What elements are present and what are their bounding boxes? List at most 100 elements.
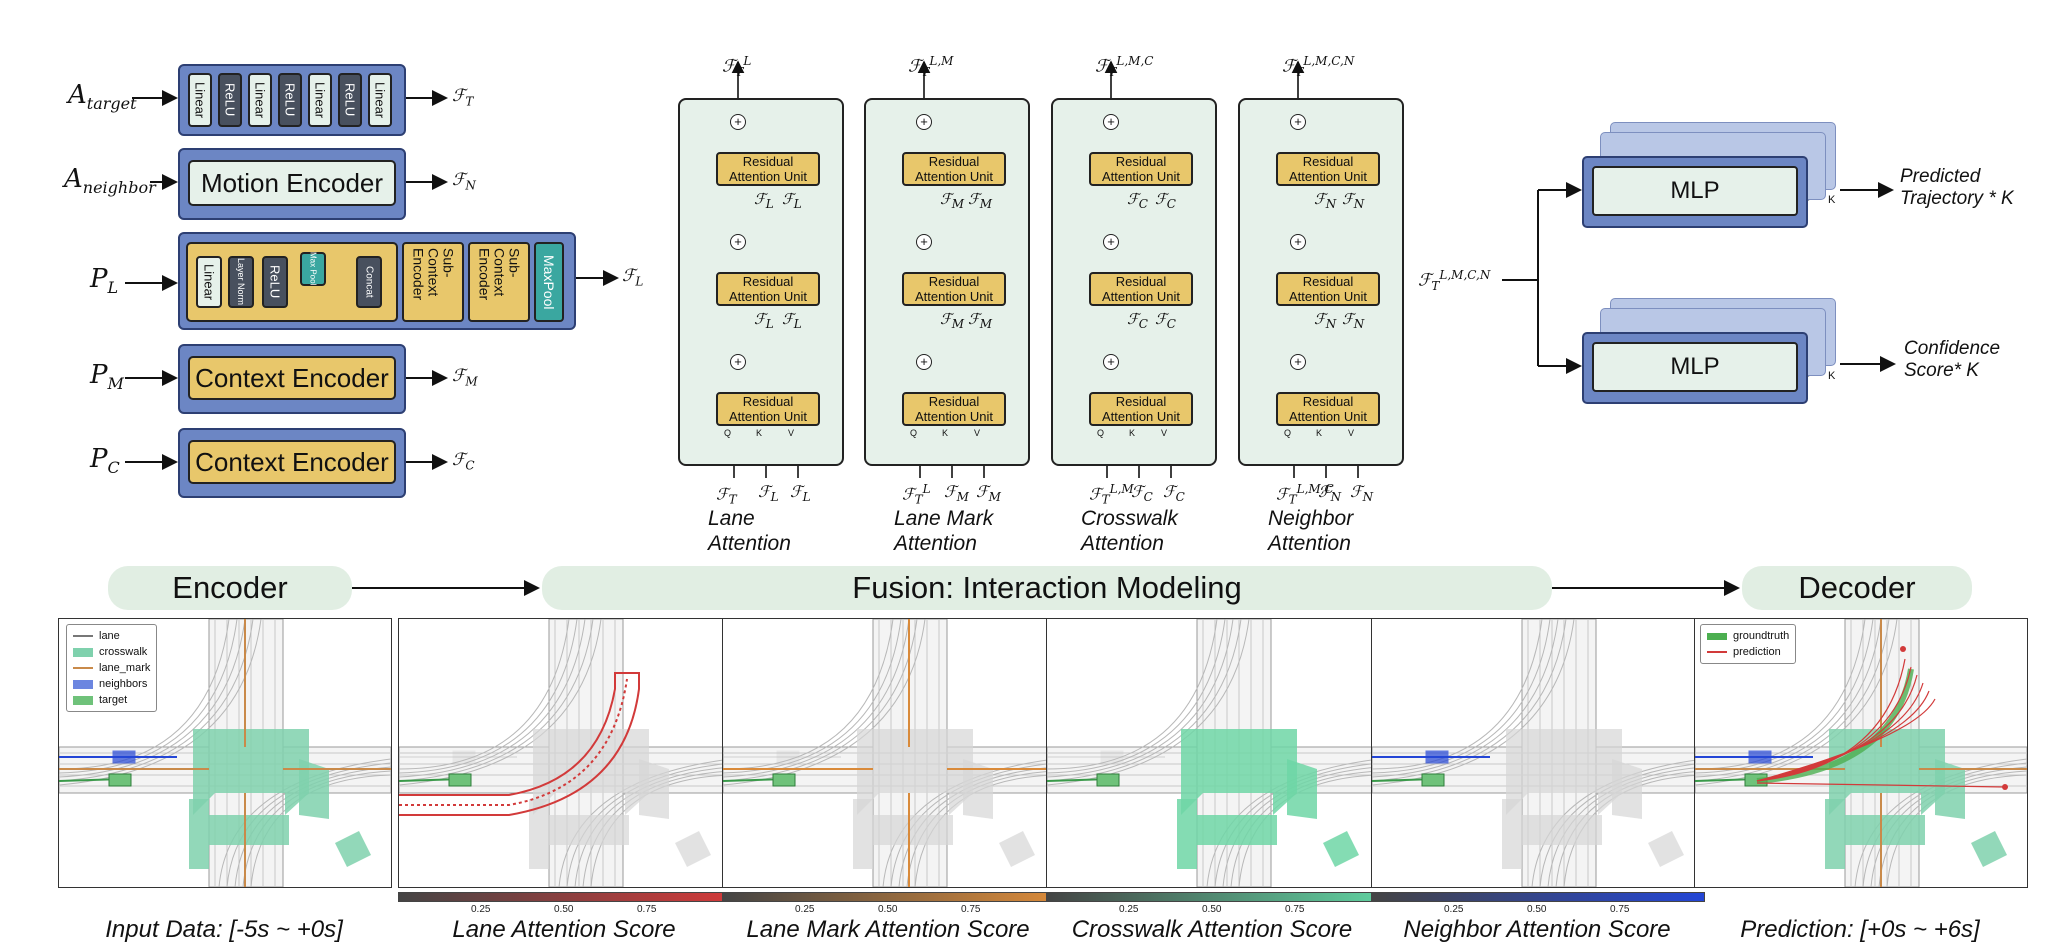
legend-entry: crosswalk [73, 644, 150, 660]
kv-feature: ℱC [1127, 190, 1148, 211]
kv-feature: ℱL [782, 310, 802, 331]
stage-encoder: Encoder [108, 566, 352, 610]
layer-linear: Linear [188, 73, 212, 127]
legend-entry: groundtruth [1707, 628, 1789, 644]
colorbar-tick: 0.25 [795, 904, 815, 915]
crosswalk-encoder-block: Context Encoder [178, 428, 406, 498]
residual-sum-node: + [730, 354, 746, 370]
colorbar-tick: 0.50 [554, 904, 574, 915]
kv-feature: ℱN [1314, 310, 1337, 331]
layer-linear: Linear [248, 73, 272, 127]
qkv-label: V [1161, 428, 1168, 438]
input-a-neighbor: Aneighbor [64, 164, 156, 198]
fusion-output-feature: ℱTL,M [908, 54, 954, 80]
kv-feature: ℱN [1318, 482, 1342, 505]
kv-feature: ℱM [940, 310, 965, 331]
attention-colorbar [398, 892, 732, 902]
residual-attention-unit: Residual Attention Unit [1276, 392, 1380, 426]
viz-lane-attention [398, 618, 732, 888]
stage-decoder: Decoder [1742, 566, 1972, 610]
query-feature: ℱTL,M [1089, 482, 1134, 507]
viz-caption: Prediction: [+0s ~ +6s] [1740, 916, 1980, 943]
residual-sum-node: + [1103, 354, 1119, 370]
sub-context-encoder: Sub-Context Encoder [468, 242, 530, 322]
query-feature: ℱT [716, 484, 737, 507]
kv-feature: ℱN [1342, 190, 1365, 211]
qkv-label: Q [910, 428, 918, 438]
residual-attention-unit: Residual Attention Unit [1276, 272, 1380, 306]
colorbar-tick: 0.75 [637, 904, 657, 915]
context-encoder: Context Encoder [188, 440, 396, 484]
fusion-output-feature: ℱTL,M,C [1095, 54, 1154, 80]
feature-f-t: ℱT [452, 86, 474, 109]
attention-colorbar [1046, 892, 1380, 902]
kv-feature: ℱM [944, 482, 969, 505]
map-scene [723, 619, 1055, 887]
qkv-label: Q [1284, 428, 1292, 438]
viz-caption: Input Data: [-5s ~ +0s] [105, 916, 343, 943]
viz-caption: Lane Mark Attention Score [746, 916, 1030, 943]
residual-attention-unit: Residual Attention Unit [716, 152, 820, 186]
kv-feature: ℱC [1131, 482, 1153, 505]
context-encoder: Context Encoder [188, 356, 396, 400]
qkv-label: K [1129, 428, 1136, 438]
kv-feature: ℱL [754, 310, 774, 331]
colorbar-tick: 0.50 [878, 904, 898, 915]
mlp-label: MLP [1592, 166, 1798, 216]
colorbar-tick: 0.50 [1527, 904, 1547, 915]
qkv-label: V [788, 428, 795, 438]
legend-entry: lane_mark [73, 660, 150, 676]
kv-feature: ℱL [790, 482, 811, 505]
motion-encoder: Motion Encoder [188, 160, 396, 206]
attention-colorbar [722, 892, 1056, 902]
layer-linear: Linear [196, 256, 222, 308]
maxpool: MaxPool [534, 242, 564, 322]
viz-caption: Crosswalk Attention Score [1071, 916, 1353, 943]
legend-entry: prediction [1707, 644, 1789, 660]
kv-feature: ℱC [1127, 310, 1148, 331]
kv-feature: ℱM [976, 482, 1001, 505]
map-scene [59, 619, 391, 887]
fusion-output-feature: ℱTL,M,C,N [1282, 54, 1355, 80]
confidence-mlp: MLP [1582, 332, 1808, 404]
motion-encoder-block: Motion Encoder [178, 148, 406, 220]
residual-sum-node: + [916, 234, 932, 250]
layer-linear: Linear [308, 73, 332, 127]
decoder-input-feature: ℱTL,M,C,N [1418, 268, 1491, 294]
kv-feature: ℱC [1155, 310, 1176, 331]
kv-feature: ℱL [782, 190, 802, 211]
colorbar-tick: 0.75 [1610, 904, 1630, 915]
kv-feature: ℱN [1314, 190, 1337, 211]
colorbar-tick: 0.25 [471, 904, 491, 915]
colorbar-tick: 0.50 [1202, 904, 1222, 915]
layer-relu: ReLU [338, 73, 362, 127]
k-label: K [1828, 370, 1836, 382]
viz-caption: Neighbor Attention Score [1403, 916, 1671, 943]
layer-relu: ReLU [218, 73, 242, 127]
kv-feature: ℱN [1342, 310, 1365, 331]
layer-concat: Concat [356, 256, 382, 308]
residual-sum-node: + [730, 234, 746, 250]
layer-max-pool: Max Pool [300, 252, 326, 286]
residual-attention-unit: Residual Attention Unit [902, 272, 1006, 306]
input-a-target: Atarget [68, 80, 137, 114]
residual-attention-unit: Residual Attention Unit [716, 272, 820, 306]
legend-entry: neighbors [73, 676, 150, 692]
viz-lane-mark-attention [722, 618, 1056, 888]
viz-neighbor-attention [1371, 618, 1705, 888]
kv-feature: ℱL [754, 190, 774, 211]
residual-sum-node: + [730, 114, 746, 130]
lane-encoder-block: Linear Layer Norm ReLU Max Pool Concat S… [178, 232, 576, 330]
fusion-output-feature: ℱTL [722, 54, 752, 80]
layer-relu: ReLU [278, 73, 302, 127]
colorbar-tick: 0.75 [1285, 904, 1305, 915]
query-feature: ℱTL [902, 482, 931, 507]
qkv-label: K [942, 428, 949, 438]
map-scene [1372, 619, 1704, 887]
residual-sum-node: + [1103, 234, 1119, 250]
